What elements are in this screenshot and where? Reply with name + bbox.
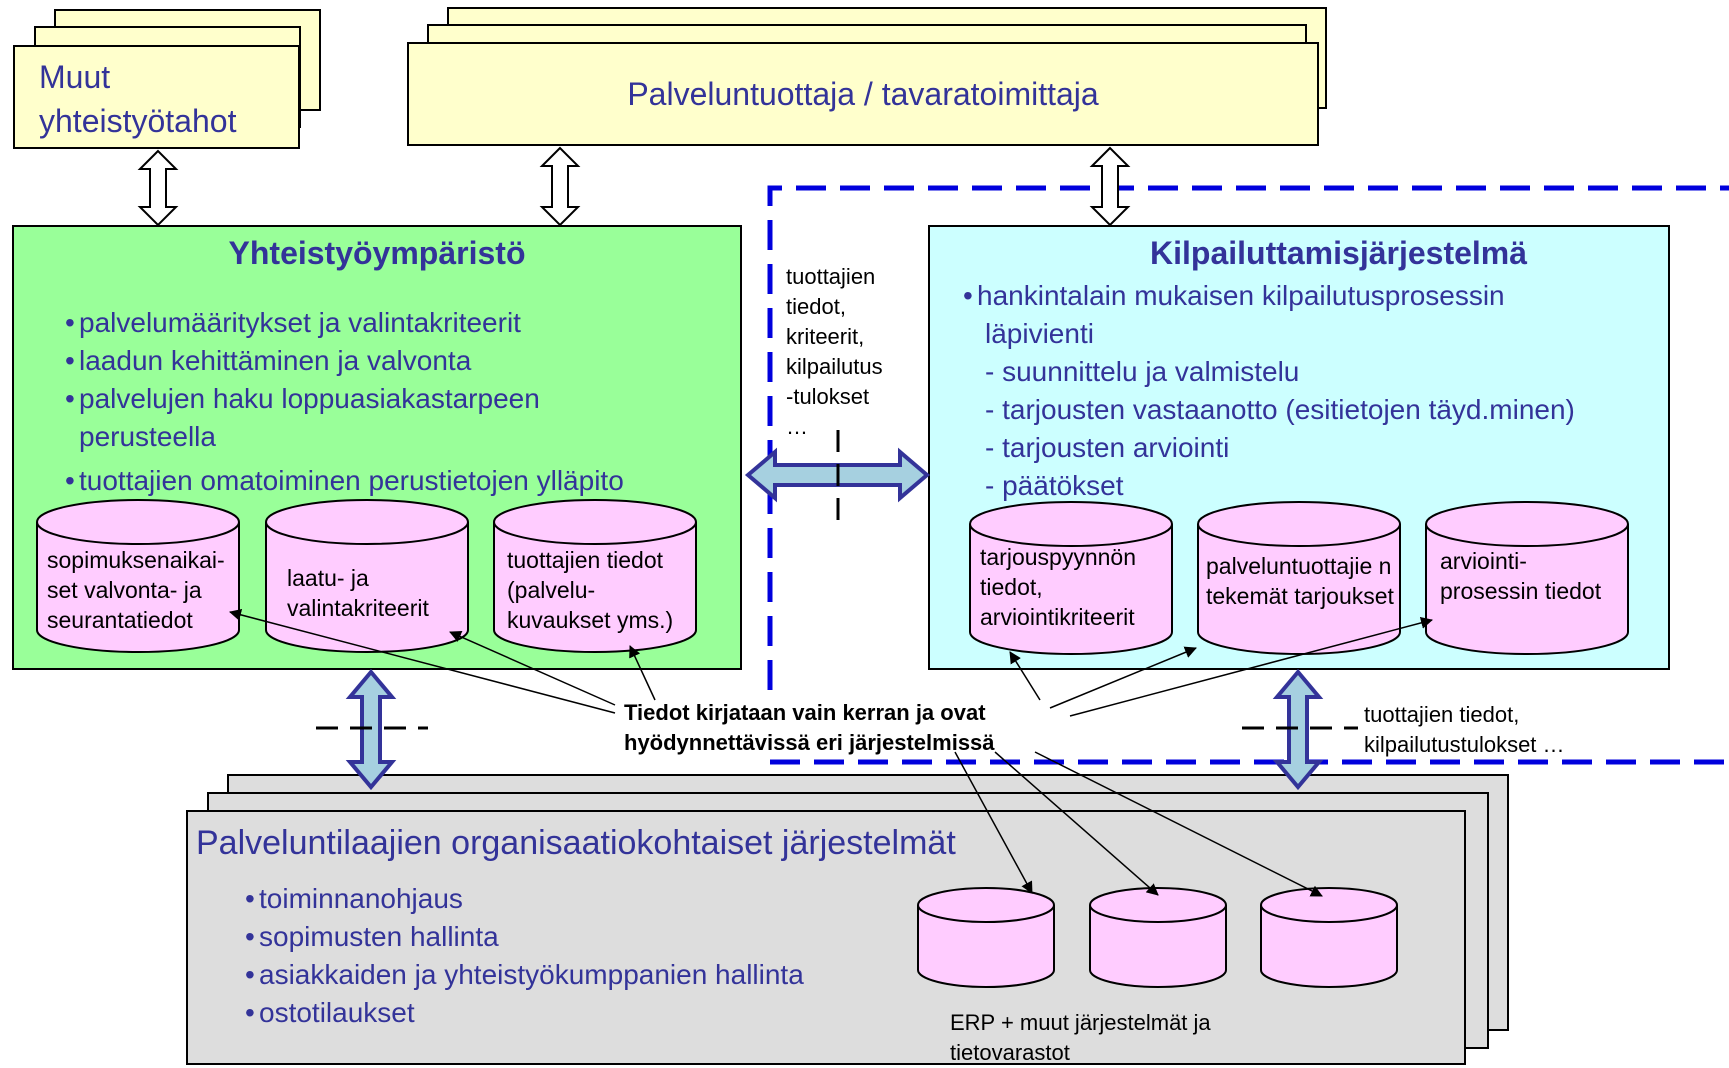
- database-cylinder: [969, 501, 1173, 655]
- yhteistyo-bullet-continuation: perusteella: [79, 421, 216, 452]
- pointer-arrow: [1049, 646, 1197, 709]
- pointer-arrow: [449, 630, 616, 706]
- palveluntilaajat-bullet: •ostotilaukset: [245, 997, 415, 1028]
- pointer-arrow: [629, 645, 656, 701]
- db-tarjouspyynnon-tiedot: tarjouspyynnön tiedot, arviointikriteeri…: [980, 544, 1136, 630]
- kilpailutus-subitem: - päätökset: [985, 470, 1124, 501]
- db-sopimuksenaikaiset: sopimuksenaikai-set valvonta- ja seurant…: [47, 547, 225, 633]
- database-cylinder: [493, 499, 697, 653]
- pointer-arrow: [229, 608, 616, 714]
- db-tarjoukset: palveluntuottajie n tekemät tarjoukset: [1206, 553, 1394, 609]
- right-note: tuottajien tiedot, kilpailutustulokset …: [1364, 702, 1565, 757]
- yhteistyo-bullet: •tuottajien omatoiminen perustietojen yl…: [65, 465, 624, 496]
- palveluntilaajat-bullet: •asiakkaiden ja yhteistyökumppanien hall…: [245, 959, 804, 990]
- yhteistyo-title: Yhteistyöympäristö: [228, 235, 526, 271]
- palveluntilaajat-title: Palveluntilaajien organisaatiokohtaiset …: [196, 824, 956, 862]
- erp-database-cylinder: [1089, 887, 1227, 988]
- kilpailutus-subitem: - tarjousten arviointi: [985, 432, 1230, 463]
- palveluntuottaja-box: Palveluntuottaja / tavaratoimittaja: [407, 42, 1319, 146]
- db-arviointiprosessin-tiedot: arviointi-prosessin tiedot: [1440, 548, 1602, 604]
- database-cylinder: [36, 499, 240, 653]
- muut-label: Muut yhteistyötahot: [39, 59, 237, 139]
- palveluntuottaja-label: Palveluntuottaja / tavaratoimittaja: [627, 75, 1099, 112]
- erp-database-cylinder: [917, 887, 1055, 988]
- db-laatu-valintakriteerit: laatu- ja valintakriteerit: [287, 565, 429, 621]
- double-arrow-icon: [137, 149, 179, 227]
- pointer-arrow: [1009, 651, 1041, 701]
- pointer-arrow: [994, 751, 1159, 896]
- pointer-arrow: [1069, 617, 1433, 717]
- kilpailutus-bullet-continuation: läpivienti: [985, 318, 1094, 349]
- yhteistyo-bullet: •palvelumääritykset ja valintakriteerit: [65, 307, 521, 338]
- palveluntilaajat-box: Palveluntilaajien organisaatiokohtaiset …: [186, 810, 1466, 1065]
- database-cylinder: [265, 499, 469, 653]
- middle-note: tuottajien tiedot, kriteerit, kilpailutu…: [786, 264, 883, 439]
- pointer-arrow: [954, 751, 1033, 894]
- database-cylinder: [1197, 501, 1401, 655]
- yhteistyo-bullet: •palvelujen haku loppuasiakastarpeen: [65, 383, 540, 414]
- db-tuottajien-tiedot: tuottajien tiedot (palvelu-kuvaukset yms…: [507, 547, 674, 633]
- center-note: Tiedot kirjataan vain kerran ja ovat hyö…: [624, 700, 995, 755]
- yhteistyo-bullet: •laadun kehittäminen ja valvonta: [65, 345, 472, 376]
- kilpailutus-subitem: - tarjousten vastaanotto (esitietojen tä…: [985, 394, 1575, 425]
- erp-database-cylinder: [1260, 887, 1398, 988]
- kilpailutus-subitem: - suunnittelu ja valmistelu: [985, 356, 1300, 387]
- kilpailutus-title: Kilpailuttamisjärjestelmä: [1150, 235, 1528, 271]
- palveluntilaajat-bullet: •toiminnanohjaus: [245, 883, 463, 914]
- erp-label: ERP + muut järjestelmät ja tietovarastot: [950, 1010, 1211, 1065]
- pointer-arrow: [1034, 751, 1323, 897]
- dashed-region-border: [767, 185, 1729, 690]
- double-arrow-icon: [1089, 146, 1131, 227]
- double-arrow-icon: [539, 146, 581, 227]
- kilpailutus-bullet: •hankintalain mukaisen kilpailutusproses…: [963, 280, 1505, 311]
- database-cylinder: [1425, 501, 1629, 655]
- palveluntilaajat-bullet: •sopimusten hallinta: [245, 921, 499, 952]
- muut-yhteistyotahot-box: Muut yhteistyötahot: [13, 45, 300, 149]
